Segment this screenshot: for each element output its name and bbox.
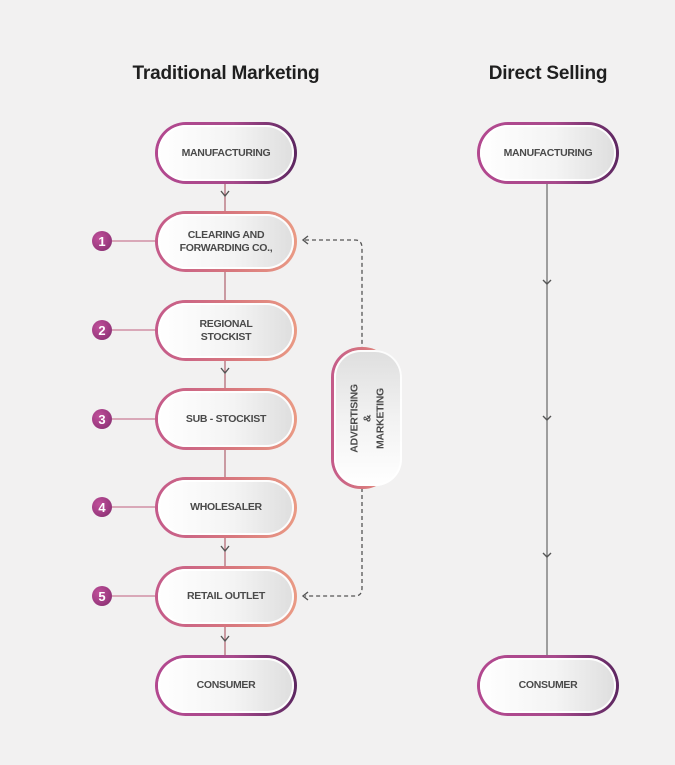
dashed-arrowheads bbox=[301, 235, 309, 601]
step-badge: 1 bbox=[92, 231, 112, 251]
node-regional-stockist: REGIONAL STOCKIST bbox=[155, 300, 297, 361]
arrow-down-icon bbox=[542, 552, 552, 558]
arrow-left-icon bbox=[301, 591, 309, 601]
direct-selling-title: Direct Selling bbox=[488, 63, 608, 84]
node-advertising-marketing: ADVERTISING & MARKETING bbox=[331, 347, 403, 489]
direct-arrowheads bbox=[542, 279, 552, 558]
node-manufacturing-traditional: MANUFACTURING bbox=[155, 122, 297, 184]
arrow-down-icon bbox=[542, 279, 552, 285]
advertising-dashed-lines bbox=[305, 239, 363, 597]
arrow-down-icon bbox=[542, 415, 552, 421]
arrow-left-icon bbox=[301, 235, 309, 245]
node-label: RETAIL OUTLET bbox=[187, 590, 265, 602]
step-connector-lines bbox=[112, 240, 155, 597]
arrow-down-icon bbox=[220, 190, 230, 198]
step-badge: 5 bbox=[92, 586, 112, 606]
arrow-down-icon bbox=[220, 367, 230, 375]
dashed-line-top bbox=[305, 239, 363, 348]
node-wholesaler: WHOLESALER bbox=[155, 477, 297, 538]
node-label: REGIONAL STOCKIST bbox=[199, 317, 253, 343]
traditional-arrowheads bbox=[220, 190, 230, 643]
traditional-marketing-title: Traditional Marketing bbox=[132, 63, 320, 84]
arrow-down-icon bbox=[220, 635, 230, 643]
node-label: MANUFACTURING bbox=[181, 146, 271, 159]
dashed-line-bottom bbox=[305, 488, 363, 597]
node-label: WHOLESALER bbox=[190, 501, 262, 513]
node-consumer-direct: CONSUMER bbox=[477, 655, 619, 716]
node-clearing-forwarding: CLEARING AND FORWARDING CO., bbox=[155, 211, 297, 272]
node-consumer-traditional: CONSUMER bbox=[155, 655, 297, 716]
node-label: ADVERTISING & MARKETING bbox=[348, 383, 387, 453]
step-badge: 3 bbox=[92, 409, 112, 429]
node-label: CONSUMER bbox=[518, 679, 578, 691]
node-manufacturing-direct: MANUFACTURING bbox=[477, 122, 619, 184]
step-badge: 4 bbox=[92, 497, 112, 517]
node-label: CONSUMER bbox=[196, 679, 256, 691]
step-badge: 2 bbox=[92, 320, 112, 340]
arrow-down-icon bbox=[220, 545, 230, 553]
node-label: SUB - STOCKIST bbox=[185, 412, 267, 425]
node-label: CLEARING AND FORWARDING CO., bbox=[179, 228, 273, 254]
node-label: MANUFACTURING bbox=[503, 146, 593, 159]
node-retail-outlet: RETAIL OUTLET bbox=[155, 566, 297, 627]
node-sub-stockist: SUB - STOCKIST bbox=[155, 388, 297, 450]
